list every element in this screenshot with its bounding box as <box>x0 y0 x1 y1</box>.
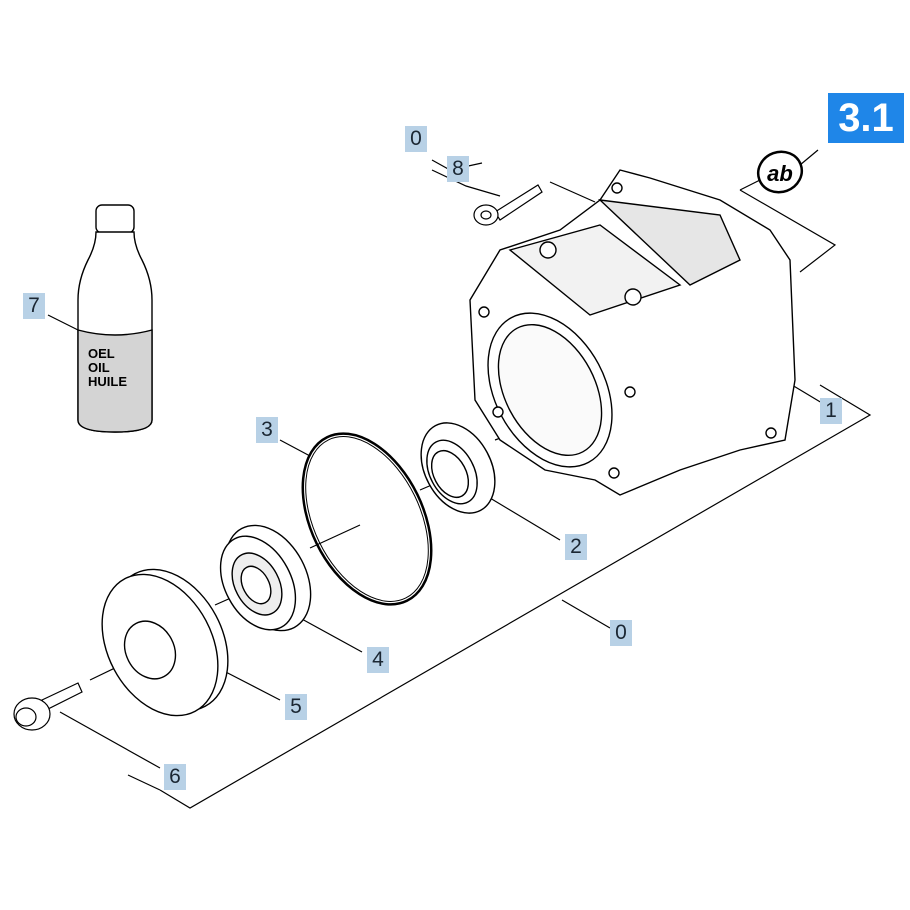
shaft-seal-2 <box>420 422 496 514</box>
callout-0-bottom: 0 <box>610 620 632 646</box>
screw-8 <box>473 184 543 226</box>
o-ring-3 <box>301 432 433 606</box>
bottle-label-oel: OEL <box>88 346 115 361</box>
page-section-badge: 3.1 <box>828 93 904 143</box>
callout-4: 4 <box>367 647 389 673</box>
pump-housing-1 <box>469 169 796 496</box>
callout-1: 1 <box>820 398 842 424</box>
callout-5: 5 <box>285 694 307 720</box>
callout-2: 2 <box>565 534 587 560</box>
flange-screw-6 <box>13 682 83 731</box>
bottle-label-huile: HUILE <box>88 374 127 389</box>
variant-badge-label: ab <box>767 161 793 186</box>
oil-bottle-7: OEL OIL HUILE <box>77 204 153 433</box>
bottle-label-oil: OIL <box>88 360 110 375</box>
callout-6: 6 <box>164 764 186 790</box>
callout-8: 8 <box>447 156 469 182</box>
callout-7: 7 <box>23 293 45 319</box>
callout-3: 3 <box>256 417 278 443</box>
bearing-cover-5 <box>101 568 229 717</box>
variant-badge: ab <box>756 150 804 194</box>
ball-bearing-4 <box>219 524 312 632</box>
callout-0-top: 0 <box>405 126 427 152</box>
